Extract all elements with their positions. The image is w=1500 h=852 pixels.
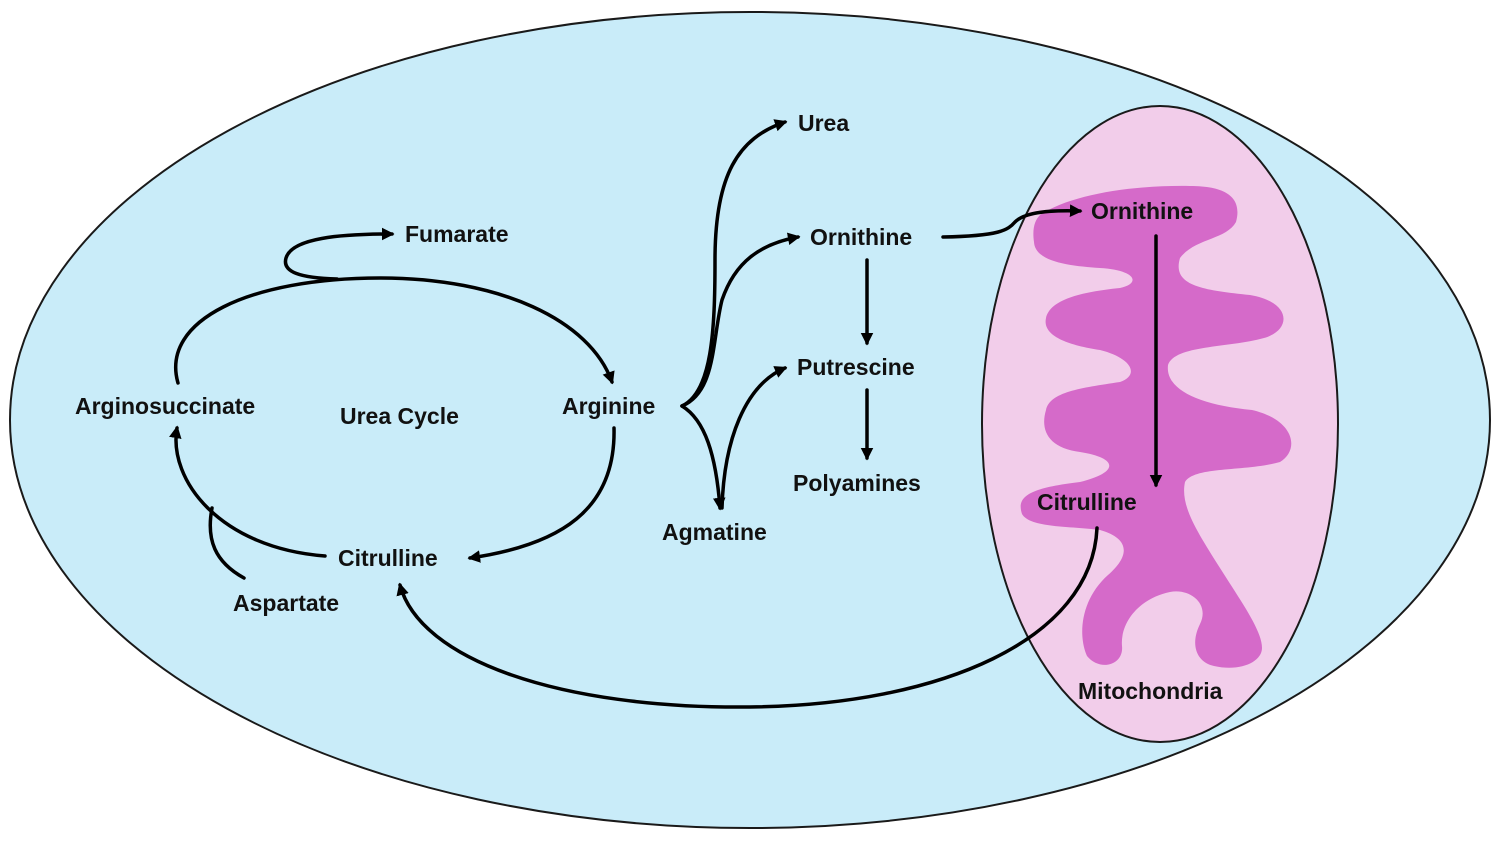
label-aspartate: Aspartate <box>233 590 339 616</box>
label-agmatine: Agmatine <box>662 519 767 545</box>
arrow-arginine-to-ornithine <box>680 232 801 408</box>
label-arginosuccinate: Arginosuccinate <box>75 393 255 419</box>
arrow-citrulline-export <box>396 526 1099 709</box>
label-citrulline-mito: Citrulline <box>1037 489 1137 515</box>
label-arginine: Arginine <box>562 393 655 419</box>
arrow-arginine-to-agmatine <box>680 404 726 511</box>
arrow-arginine-to-citrulline <box>467 426 616 563</box>
arrow-agmatine-to-putrescine <box>720 366 788 510</box>
arrow-aspartate-input <box>208 506 246 580</box>
label-ornithine-cytosol: Ornithine <box>810 224 912 250</box>
arrow-to-fumarate <box>283 227 395 281</box>
label-urea: Urea <box>798 110 849 136</box>
label-putrescine: Putrescine <box>797 354 915 380</box>
arrow-arginine-to-urea <box>680 119 788 408</box>
label-ornithine-mito: Ornithine <box>1091 198 1193 224</box>
arrow-citrulline-to-arginosuccinate <box>169 425 327 558</box>
label-fumarate: Fumarate <box>405 221 509 247</box>
label-urea-cycle: Urea Cycle <box>340 403 459 429</box>
label-citrulline-cytosol: Citrulline <box>338 545 438 571</box>
label-polyamines: Polyamines <box>793 470 921 496</box>
arrow-ornithine-into-mitochondria <box>941 204 1083 239</box>
label-mitochondria: Mitochondria <box>1078 678 1223 704</box>
arrow-arginosuccinate-to-arginine <box>174 276 615 385</box>
